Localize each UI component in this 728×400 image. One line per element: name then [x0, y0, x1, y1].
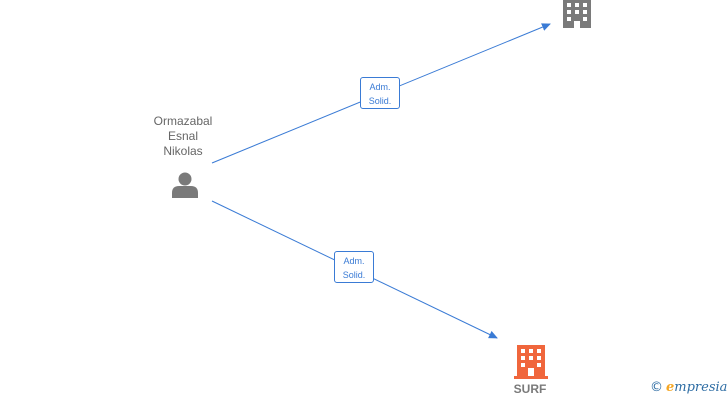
company-name-surf[interactable]: SURF [513, 382, 547, 396]
edge-label-line: Solid. [342, 270, 366, 280]
brand-logo: ©empresia [650, 380, 727, 395]
brand-text: mpresia [674, 380, 728, 395]
edge-label-line: Adm. [343, 256, 365, 266]
brand-initial: e [666, 380, 675, 395]
copyright-symbol: © [650, 380, 663, 395]
person-icon[interactable] [172, 172, 198, 199]
person-name-line: Nikolas [163, 144, 203, 158]
person-name-line: Ormazabal [153, 114, 213, 128]
building-icon-surf[interactable] [514, 345, 548, 379]
edge-label-2[interactable]: Adm. Solid. [334, 251, 374, 283]
person-name-line: Esnal [167, 129, 199, 143]
edge-label-line: Adm. [369, 82, 391, 92]
edge-label-line: Solid. [368, 96, 392, 106]
person-name[interactable]: Ormazabal Esnal Nikolas [143, 114, 223, 159]
edge-label-1[interactable]: Adm. Solid. [360, 77, 400, 109]
building-icon[interactable] [563, 0, 591, 28]
